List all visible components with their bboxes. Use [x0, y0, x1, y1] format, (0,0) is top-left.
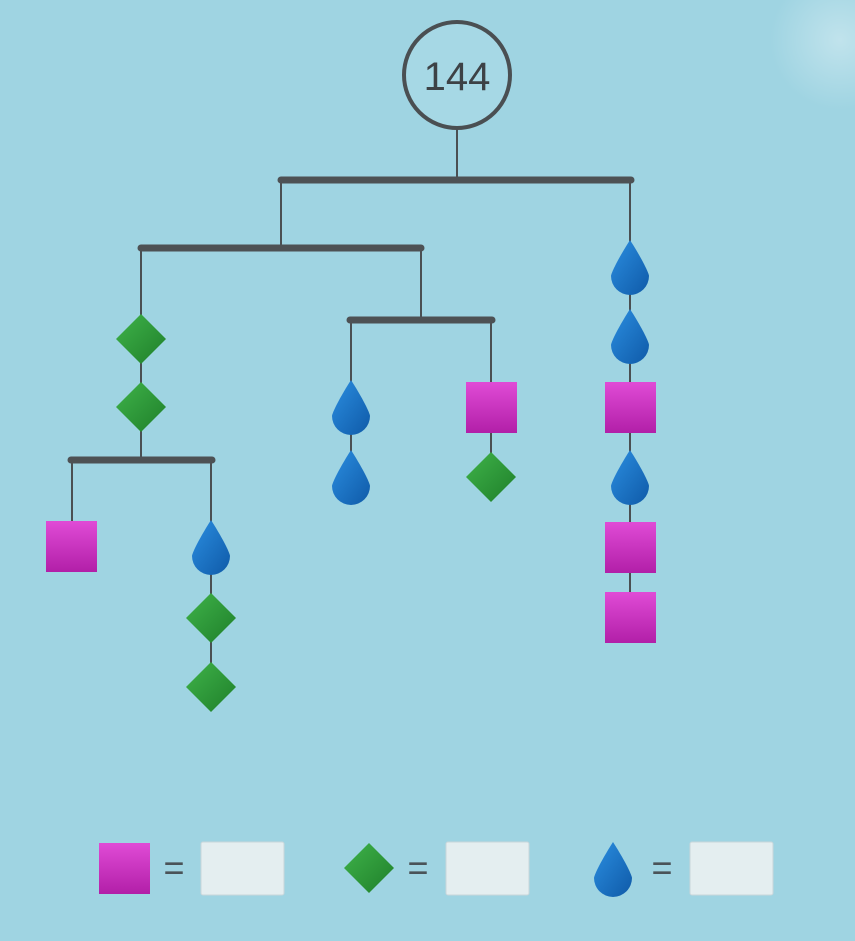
equals-sign: = [163, 847, 184, 888]
middle-left-strand [332, 380, 370, 505]
drop-icon [611, 450, 649, 505]
drop-icon [192, 520, 230, 575]
drop-icon [332, 450, 370, 505]
equals-sign: = [651, 847, 672, 888]
legend-drop: = [594, 841, 774, 897]
right-strand [605, 240, 656, 643]
drop-icon [611, 309, 649, 364]
diamond-icon [116, 314, 166, 364]
square-icon [605, 382, 656, 433]
square-icon [466, 382, 517, 433]
diamond-icon [186, 662, 236, 712]
total-circle [402, 20, 512, 130]
diamond-icon [186, 593, 236, 643]
total-node: 144 [402, 20, 512, 130]
drop-answer-box[interactable] [689, 841, 774, 896]
square-icon [605, 522, 656, 573]
diamond-icon [466, 452, 516, 502]
middle-right-strand [466, 382, 517, 502]
answer-legend: = = = [99, 841, 774, 897]
equals-sign: = [407, 847, 428, 888]
corner-glow [770, 0, 855, 110]
beams [67, 176, 635, 464]
upper-left-strand [116, 314, 166, 432]
total-value: 144 [424, 55, 491, 99]
legend-diamond: = [344, 841, 530, 896]
diamond-icon [344, 843, 394, 893]
diamond-answer-box[interactable] [445, 841, 530, 896]
legend-square: = [99, 841, 285, 896]
lower-right-strand [186, 520, 236, 712]
drop-icon [594, 842, 632, 897]
square-answer-box[interactable] [200, 841, 285, 896]
drop-icon [332, 380, 370, 435]
square-icon [46, 521, 97, 572]
diamond-icon [116, 382, 166, 432]
square-icon [605, 592, 656, 643]
square-icon [99, 843, 150, 894]
drop-icon [611, 240, 649, 295]
lower-left-strand [46, 521, 97, 572]
